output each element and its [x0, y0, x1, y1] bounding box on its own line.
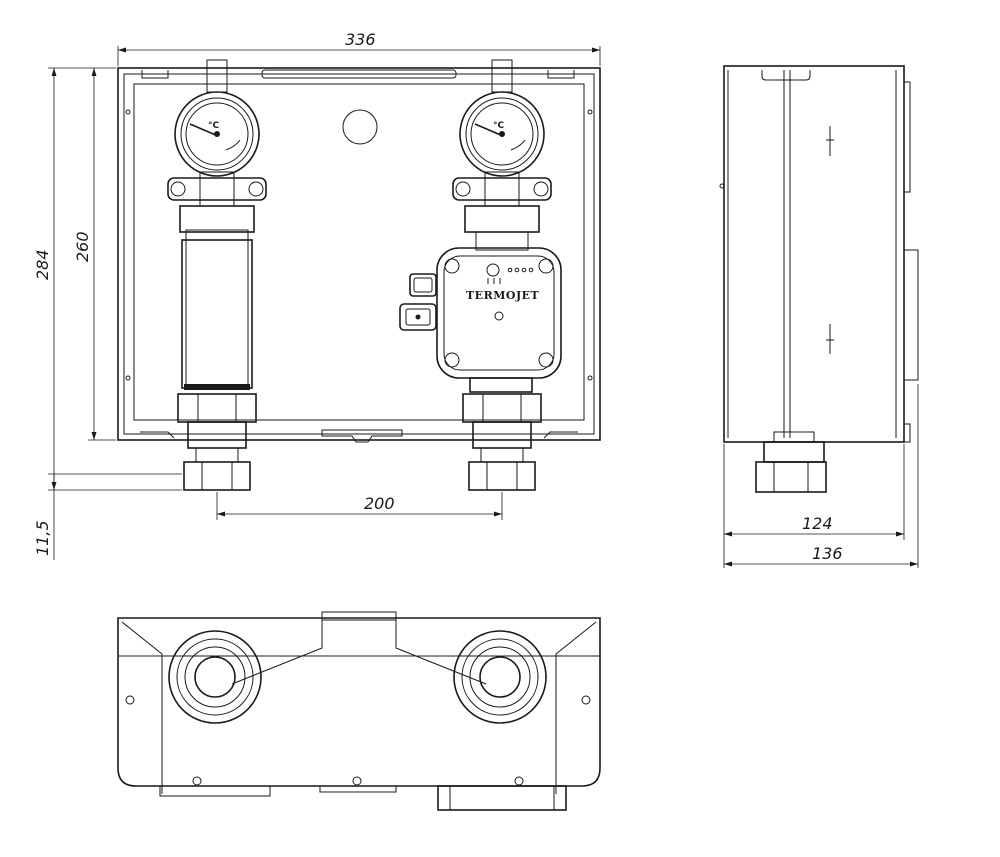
- right-bottom-neck: [480, 447, 524, 463]
- left-valve-screw-left: [170, 181, 186, 197]
- right-gauge-face: [470, 102, 534, 166]
- bottom-right-port: [453, 630, 547, 724]
- top-handle-slot: [261, 69, 457, 79]
- bottom-mount-screws: [125, 695, 591, 786]
- front-housing-outline: [117, 67, 601, 441]
- pump-head-inner: [443, 255, 555, 371]
- bottom-rail: [159, 786, 397, 797]
- right-lower-connector: [472, 421, 532, 449]
- right-bottom-nut: [468, 461, 536, 491]
- side-mount-bracket: [903, 249, 919, 381]
- left-valve-screw-right: [248, 181, 264, 197]
- pump-center-screw: [494, 311, 504, 321]
- front-back-plate: [133, 83, 585, 421]
- wall-mount-hole: [342, 109, 378, 145]
- left-gauge-face: [185, 102, 249, 166]
- left-lower-connector: [187, 421, 247, 449]
- right-gauge-ring: [465, 97, 539, 171]
- pump-power-connector: [409, 273, 437, 297]
- front-housing-inner-flange: [123, 73, 595, 435]
- bottom-bracket: [437, 785, 567, 811]
- dim-inner-height: 260: [73, 231, 92, 262]
- bottom-housing-outline: [117, 617, 601, 787]
- left-bottom-neck: [195, 447, 239, 463]
- dim-overall-width: 336: [345, 30, 376, 49]
- right-gauge-needle: [474, 123, 504, 137]
- bottom-corner-brackets: [140, 431, 578, 439]
- left-lower-nut: [177, 393, 257, 423]
- bottom-left-port: [168, 630, 262, 724]
- left-flow-group: °C: [167, 59, 267, 491]
- top-corner-brackets: [141, 70, 575, 79]
- pump-heat-icon: [487, 278, 501, 284]
- right-valve-body: [452, 177, 552, 201]
- dim-overall-height: 284: [33, 249, 52, 280]
- left-gauge-unit-label: °C: [208, 121, 220, 131]
- circulation-pump: TERMOJET: [399, 247, 562, 393]
- front-mount-dots: [125, 109, 593, 381]
- bottom-slot: [321, 429, 403, 443]
- bottom-center-cutout: [231, 618, 487, 685]
- side-bottom-nut-upper: [763, 441, 825, 463]
- front-dimensions: 336 284 260 11,5 200: [33, 30, 601, 560]
- right-gauge-hub: [499, 131, 505, 137]
- pump-bolt-bl: [444, 352, 460, 368]
- right-lower-nut: [462, 393, 542, 423]
- left-gauge-hub: [214, 131, 220, 137]
- dim-depth-inner: 124: [802, 514, 833, 533]
- side-slots: [826, 126, 834, 354]
- pump-bottom-flange: [469, 377, 533, 393]
- left-gauge-ring: [180, 97, 254, 171]
- left-upper-nut: [179, 205, 255, 233]
- right-top-stub: [491, 59, 513, 93]
- pump-signal-connector: [399, 303, 437, 331]
- left-valve-body: [167, 177, 267, 201]
- side-bottom-flange: [773, 431, 815, 443]
- pump-mode-button-icon: [486, 263, 500, 277]
- side-view: 124 136: [719, 65, 919, 568]
- right-gauge-arc: [510, 139, 526, 151]
- right-valve-center: [484, 171, 520, 207]
- pump-brand-label: TERMOJET: [466, 289, 540, 302]
- dim-offset: 11,5: [33, 520, 52, 556]
- left-gauge-arc: [225, 139, 241, 151]
- left-bottom-nut: [183, 461, 251, 491]
- pump-bolt-tl: [444, 258, 460, 274]
- right-upper-nut: [464, 205, 540, 233]
- pump-led-indicators: [507, 267, 534, 273]
- left-gauge-bezel: [174, 91, 260, 177]
- left-pipe: [181, 239, 253, 389]
- right-pump-neck: [475, 231, 529, 251]
- left-top-stub: [206, 59, 228, 93]
- bottom-top-tab: [321, 611, 397, 621]
- left-lower-thread-band: [184, 384, 250, 390]
- right-gauge-bezel: [459, 91, 545, 177]
- pump-bolt-tr: [538, 258, 554, 274]
- dim-pipe-spacing: 200: [364, 494, 395, 513]
- side-bottom-nut: [755, 461, 827, 493]
- side-housing-outline: [723, 65, 905, 443]
- dim-depth-overall: 136: [812, 544, 843, 563]
- bottom-view: [117, 611, 601, 811]
- right-return-group: °C: [399, 59, 562, 491]
- pump-bolt-br: [538, 352, 554, 368]
- right-gauge-unit-label: °C: [493, 121, 505, 131]
- left-gauge-needle: [189, 123, 219, 137]
- side-top-handle: [761, 70, 811, 81]
- left-valve-center: [199, 171, 235, 207]
- front-view: °C: [33, 30, 601, 560]
